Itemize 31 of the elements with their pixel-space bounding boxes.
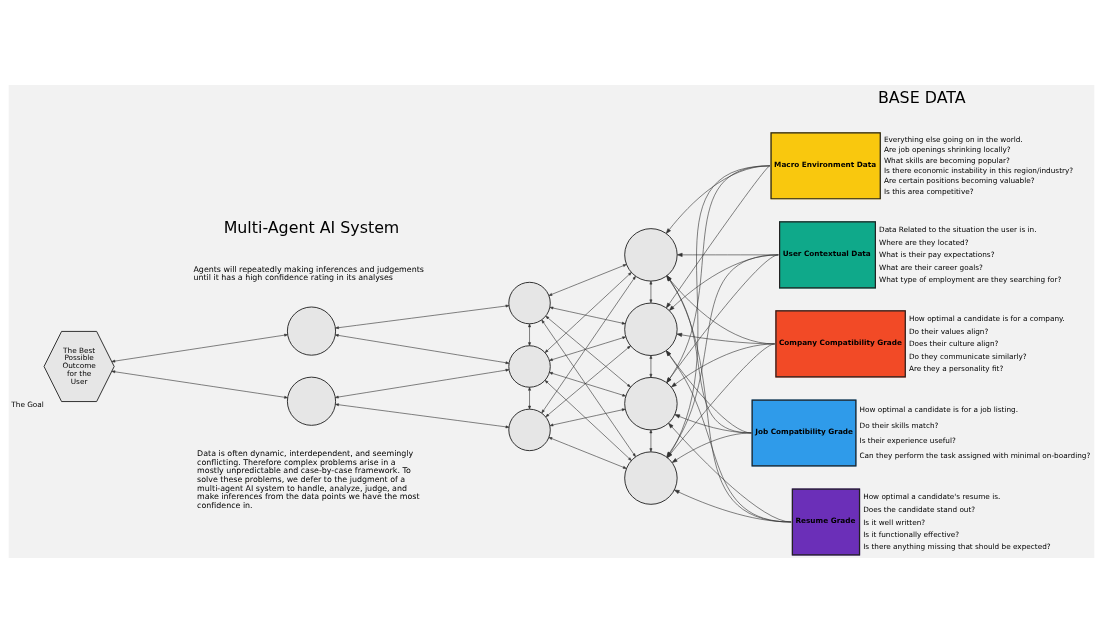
arrow bbox=[545, 345, 631, 418]
arrow bbox=[666, 165, 771, 309]
arrow bbox=[649, 355, 653, 378]
arrow bbox=[671, 343, 776, 388]
arrow bbox=[335, 334, 510, 365]
arrow bbox=[541, 276, 636, 414]
arrow bbox=[674, 489, 792, 523]
arrow bbox=[665, 165, 771, 234]
arrow bbox=[111, 370, 288, 399]
arrow bbox=[548, 264, 627, 296]
arrow bbox=[335, 368, 510, 399]
arrow bbox=[544, 380, 632, 461]
arrow bbox=[541, 319, 636, 457]
arrow bbox=[528, 323, 531, 346]
arrow bbox=[549, 306, 626, 325]
arrow bbox=[335, 403, 510, 429]
arrow bbox=[671, 432, 752, 463]
arrow bbox=[548, 437, 627, 469]
arrow bbox=[649, 280, 653, 304]
arrow bbox=[335, 304, 510, 330]
arrow bbox=[545, 315, 631, 388]
arrow bbox=[544, 272, 632, 353]
arrow bbox=[549, 372, 626, 397]
arrow bbox=[549, 336, 626, 361]
arrow bbox=[549, 408, 626, 427]
arrow bbox=[528, 387, 531, 410]
arrow bbox=[111, 333, 288, 363]
arrow bbox=[666, 165, 771, 383]
arrow bbox=[649, 429, 653, 452]
label: Multi-Agent AI System bbox=[223, 218, 400, 238]
label: BASE DATA bbox=[877, 87, 966, 107]
